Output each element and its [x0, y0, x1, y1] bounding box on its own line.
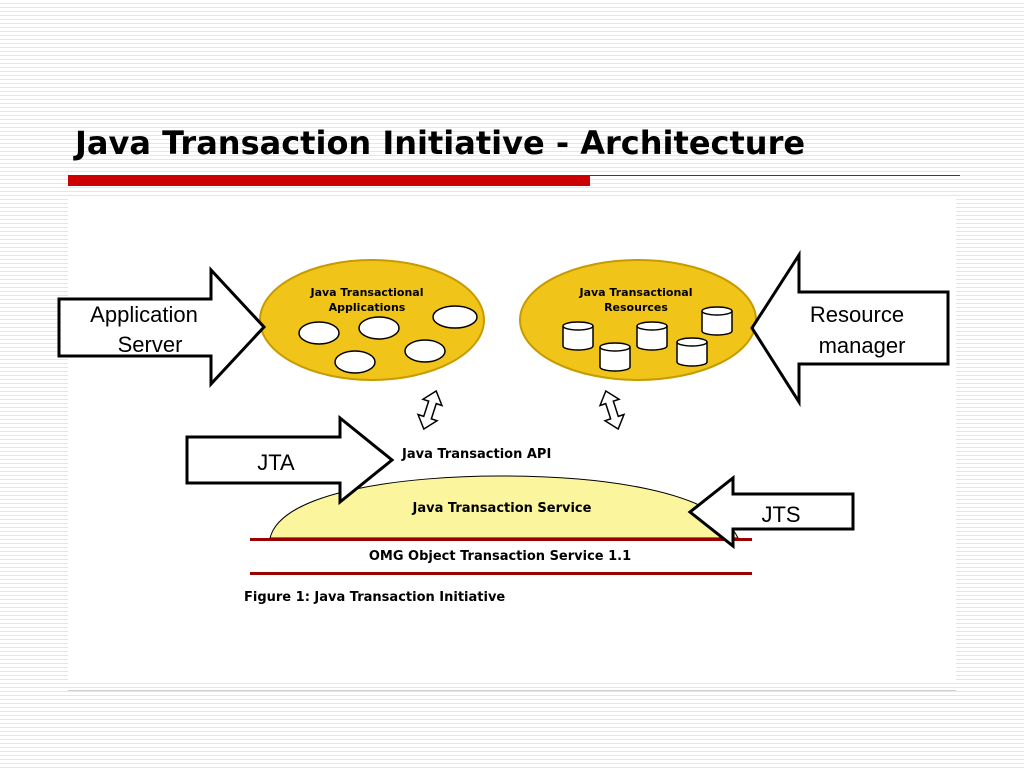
jts-label: JTS [761, 502, 800, 527]
application-node [358, 316, 400, 340]
resources-title-line2: Resources [604, 301, 668, 314]
database-icon [599, 342, 631, 372]
right-arrow-shape [57, 266, 267, 388]
title-underline-thin [590, 175, 960, 176]
resource-manager-callout: Resource manager [750, 249, 950, 408]
left-arrow-shape [687, 474, 855, 550]
application-server-label-line2: Server [118, 332, 183, 357]
left-arrow-shape [750, 249, 950, 408]
application-server-callout: Application Server [57, 266, 267, 388]
resources-group: Java Transactional Resources [519, 259, 757, 381]
database-icon [676, 337, 708, 367]
figure-caption: Figure 1: Java Transaction Initiative [244, 590, 505, 605]
applications-title-line2: Applications [329, 301, 406, 314]
bidirectional-arrow-icon [598, 389, 626, 431]
application-node [334, 350, 376, 374]
application-server-label-line1: Application [90, 302, 198, 327]
omg-bottom-rule [250, 572, 752, 575]
application-node [432, 305, 478, 329]
database-icon [636, 321, 668, 351]
omg-top-rule [250, 538, 752, 541]
jts-service-label: Java Transaction Service [412, 501, 592, 516]
footer-rule [68, 690, 956, 691]
slide-title: Java Transaction Initiative - Architectu… [75, 124, 806, 162]
jts-callout: JTS [687, 474, 855, 550]
jta-label: JTA [257, 450, 295, 475]
jta-callout: JTA [185, 414, 395, 506]
bidirectional-arrow-icon [416, 389, 444, 431]
applications-title-line1: Java Transactional [309, 286, 423, 299]
applications-group: Java Transactional Applications [259, 259, 485, 381]
application-node [404, 339, 446, 363]
resources-title-line1: Java Transactional [578, 286, 692, 299]
title-underline-red [68, 175, 590, 186]
jta-api-label: Java Transaction API [401, 447, 551, 462]
database-icon [562, 321, 594, 351]
application-node [298, 321, 340, 345]
resource-manager-label-line2: manager [819, 333, 906, 358]
database-icon [701, 306, 733, 336]
right-arrow-shape [185, 414, 395, 506]
omg-service-label: OMG Object Transaction Service 1.1 [369, 549, 631, 564]
resource-manager-label-line1: Resource [810, 302, 904, 327]
